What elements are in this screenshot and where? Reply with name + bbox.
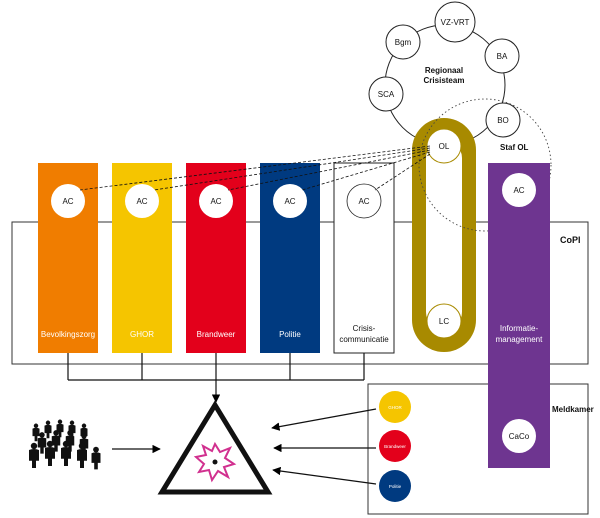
info-label-1: Informatie- [500,324,539,333]
svg-text:Politie: Politie [389,484,402,489]
column-brandweer: AC Brandweer [186,163,246,353]
svg-text:AC: AC [284,197,295,206]
meldkamer-frame [367,383,589,515]
person-silhouette [65,430,75,452]
column-crisiscommunicatie: AC Crisis- communicatie [333,162,395,354]
meldkamer-politie: Politie [379,470,411,502]
person-silhouette [51,430,61,452]
svg-text:Brandweer: Brandweer [197,330,236,339]
column-connector [67,353,365,403]
svg-text:communicatie: communicatie [339,335,389,344]
caco-circle: CaCo [502,419,536,453]
svg-text:AC: AC [62,197,73,206]
person-silhouette [45,440,55,466]
lc-circle: LC [426,303,462,339]
regional-team-title-2: Crisisteam [424,76,465,85]
member-bgm: Bgm [385,24,421,60]
person-silhouette [44,420,52,439]
copi-label: CoPI [560,235,581,245]
column-ghor: AC GHOR [112,163,172,353]
svg-text:Brandweer: Brandweer [384,444,406,449]
meldkamer-ghor: GHOR [379,391,411,423]
svg-text:AC: AC [210,197,221,206]
person-silhouette [77,442,87,468]
svg-text:GHOR: GHOR [130,330,154,339]
svg-text:CaCo: CaCo [509,432,530,441]
person-silhouette [91,446,101,470]
svg-text:Bevolkingszorg: Bevolkingszorg [41,330,95,339]
svg-text:Politie: Politie [279,330,301,339]
svg-text:AC: AC [513,186,524,195]
person-silhouette [29,442,39,468]
meldkamer-label: Meldkamer [552,405,594,414]
info-label-2: management [496,335,543,344]
svg-text:BA: BA [497,52,508,61]
member-bo: BO [485,102,521,138]
svg-text:BO: BO [497,116,509,125]
meldkamer-brandweer: Brandweer [379,430,411,462]
staf-ol-label: Staf OL [500,143,529,152]
ol-circle: OL [426,128,462,164]
regional-team-title-1: Regionaal [425,66,463,75]
person-silhouette [32,423,40,442]
member-vz-vrt: VZ-VRT [434,1,476,43]
svg-text:LC: LC [439,317,449,326]
staf-ol-dotted-circle [418,98,552,232]
ol-ac-dashed-links [79,145,431,191]
member-ba: BA [484,38,520,74]
person-silhouette [37,432,47,454]
member-sca: SCA [368,76,404,112]
svg-text:Crisis-: Crisis- [353,324,376,333]
svg-text:Bgm: Bgm [395,38,412,47]
column-bevolkingszorg: AC Bevolkingszorg [38,163,98,353]
svg-text:SCA: SCA [378,90,395,99]
info-ac-circle: AC [502,173,536,207]
crowd-icon [29,419,101,470]
svg-text:AC: AC [136,197,147,206]
column-politie: AC Politie [260,163,320,353]
svg-text:VZ-VRT: VZ-VRT [441,18,470,27]
svg-text:OL: OL [439,142,450,151]
person-silhouette [61,440,71,466]
svg-text:AC: AC [358,197,369,206]
meldkamer-arrows [271,408,377,485]
svg-text:GHOR: GHOR [388,405,402,410]
person-silhouette [56,419,64,438]
info-column [488,163,550,468]
incident-hazard-icon [157,400,273,495]
